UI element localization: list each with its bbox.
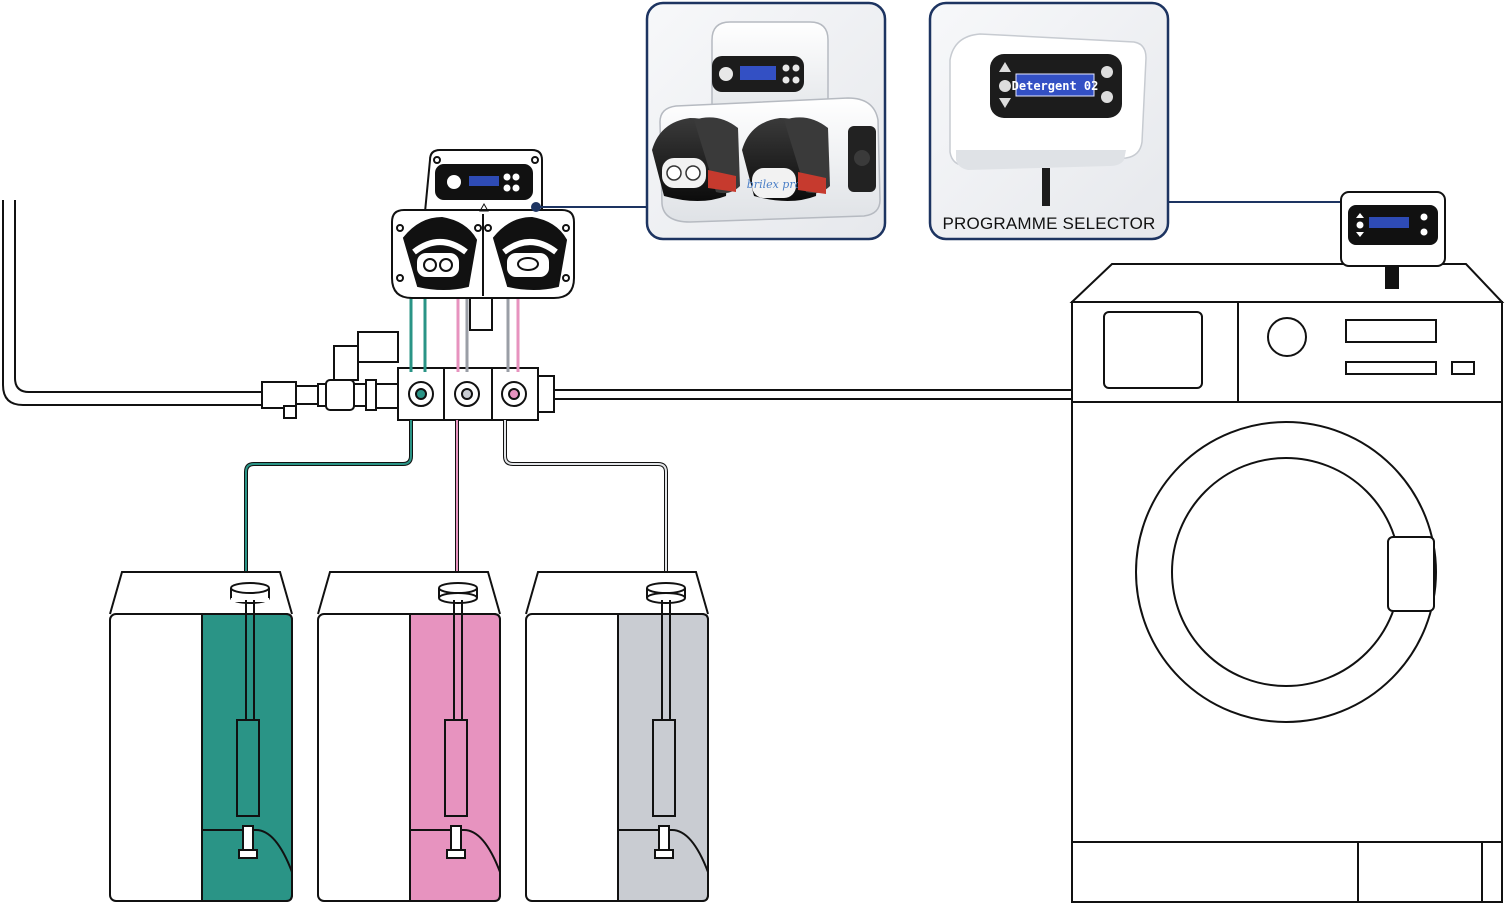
pump-brand-logo: brilex pro [747, 178, 802, 191]
grey-chemical-container [525, 571, 709, 902]
selector-lcd-text: Detergent 02 [1012, 79, 1099, 93]
programme-selector-icon [1340, 191, 1446, 289]
pump-feed-tubes [409, 290, 520, 372]
peristaltic-pump-icon [391, 149, 575, 331]
supply-pipe-to-machine [554, 389, 1072, 400]
water-inlet-pipe [2, 200, 262, 406]
pump-photo-card: brilex pro [645, 1, 887, 241]
programme-selector-caption: PROGRAMME SELECTOR [942, 214, 1156, 233]
programme-selector-photo-card: Detergent 02 [928, 1, 1170, 241]
solenoid-valve-icon [261, 331, 401, 419]
manifold-icon [397, 367, 555, 421]
green-chemical-container [109, 571, 293, 902]
chemical-suction-tubes [244, 420, 668, 590]
pink-chemical-container [317, 571, 501, 902]
washing-machine-icon [1069, 263, 1505, 903]
pump-callout-dot [531, 202, 541, 212]
callout-lines [536, 201, 1349, 208]
